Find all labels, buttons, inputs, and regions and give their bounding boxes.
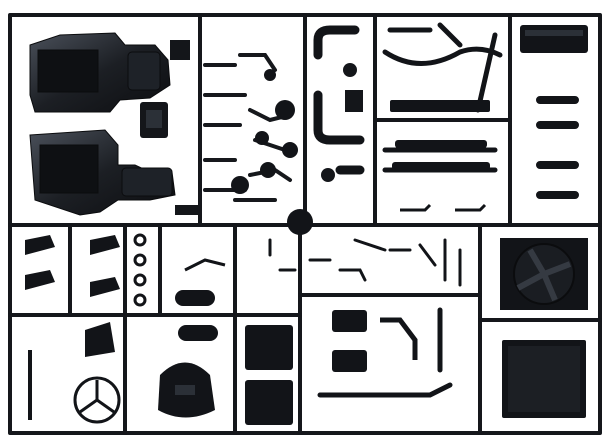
rings [133, 233, 147, 307]
engine-block-lower [29, 129, 176, 216]
small-parts-upper-left [140, 40, 200, 215]
suspension-arms [536, 96, 579, 199]
seat-part [28, 322, 115, 420]
air-tanks [175, 258, 226, 341]
upper-right-parts [520, 25, 588, 53]
radiator-core [502, 340, 586, 418]
linkage-discs [231, 69, 313, 235]
exhaust-pipes [313, 25, 365, 175]
lower-center-parts [332, 310, 418, 372]
pipe-fittings [321, 63, 363, 182]
axle-rod [475, 32, 498, 113]
engine-block-upper [29, 32, 171, 113]
battery-boxes [245, 325, 293, 425]
fifth-wheel [158, 362, 215, 418]
exhaust-stack [317, 307, 453, 398]
radiator-fan [500, 238, 588, 310]
linkage-parts [203, 53, 292, 202]
steering-wheel [73, 376, 121, 424]
small-parts-center [268, 238, 462, 287]
crossmember-bars [390, 100, 490, 212]
brackets-lower-left [25, 235, 120, 297]
